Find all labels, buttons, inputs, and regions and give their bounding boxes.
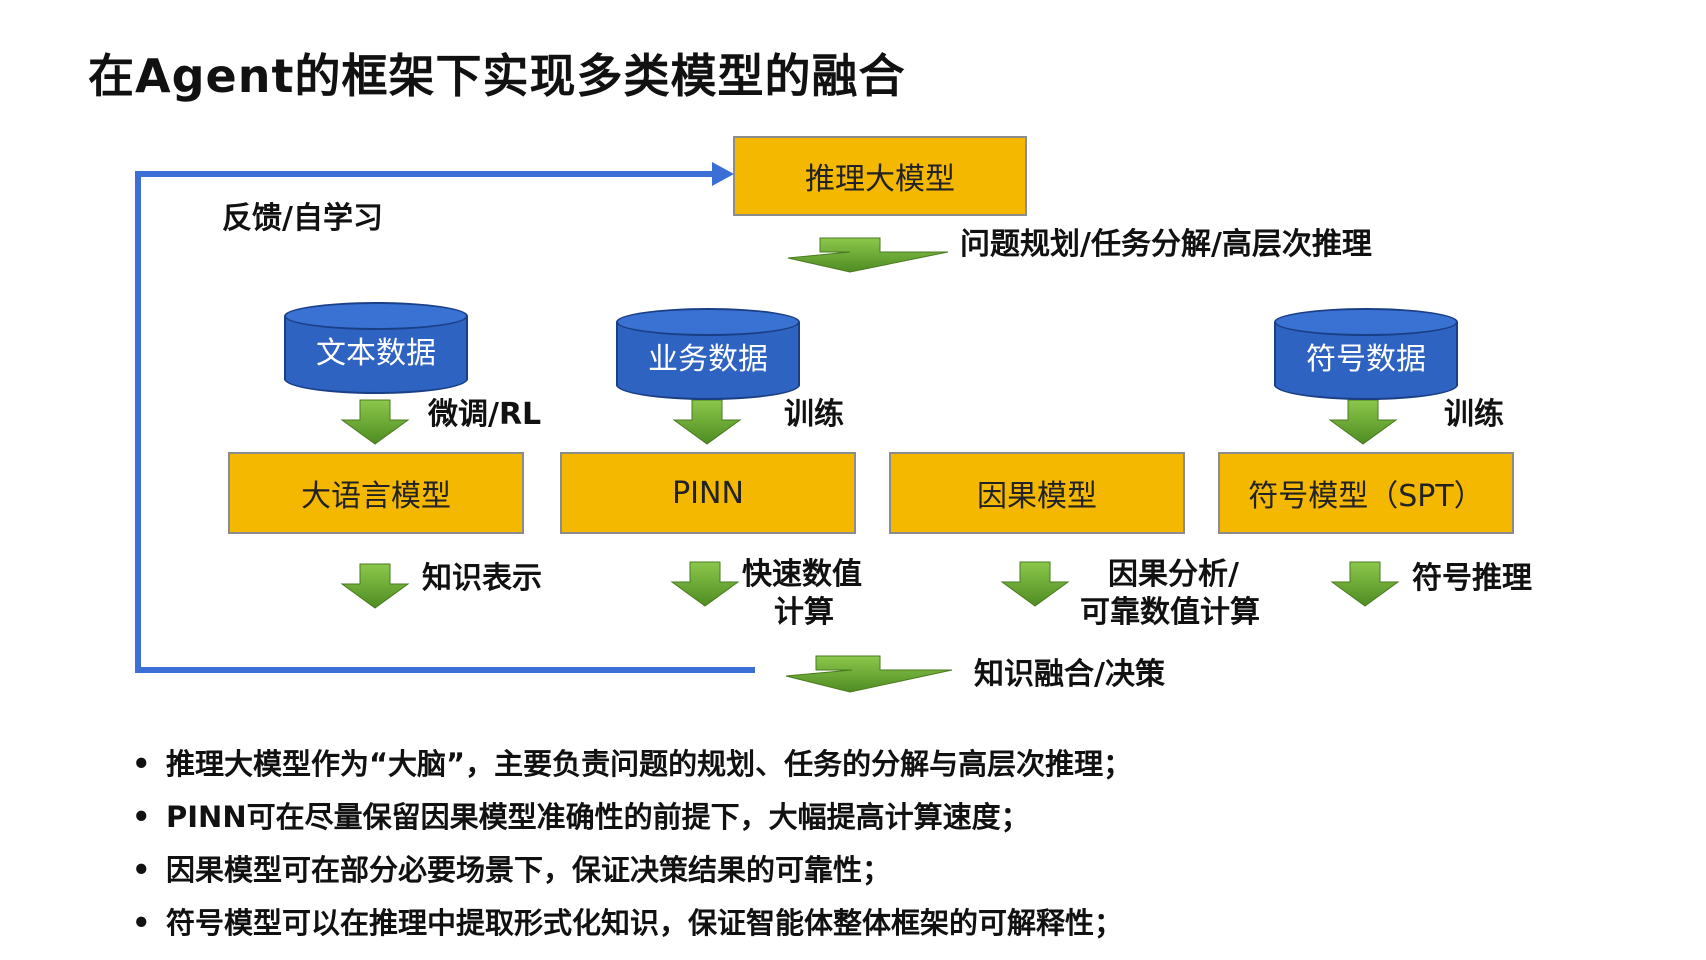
causal-model-label: 因果模型: [977, 479, 1097, 514]
reasoning-llm-label: 推理大模型: [805, 162, 955, 197]
bullet-item: • 因果模型可在部分必要场景下，保证决策结果的可靠性；: [132, 844, 1132, 897]
llm-output-arrow: [340, 563, 410, 609]
feedback-label: 反馈/自学习: [222, 201, 383, 236]
bullet-item: • 符号模型可以在推理中提取形式化知识，保证智能体整体框架的可解释性；: [132, 897, 1132, 950]
text-data-cylinder: 文本数据: [284, 302, 468, 394]
symbol-data-label: 符号数据: [1306, 342, 1426, 377]
symbolic-model-label: 符号模型（SPT）: [1248, 479, 1484, 514]
causal-model-box: 因果模型: [889, 452, 1185, 534]
bullet-item: • 推理大模型作为“大脑”，主要负责问题的规划、任务的分解与高层次推理；: [132, 738, 1132, 791]
bullet-dot: •: [132, 800, 151, 834]
bullet-dot: •: [132, 747, 151, 781]
bullet-text: 符号模型可以在推理中提取形式化知识，保证智能体整体框架的可解释性；: [166, 906, 1124, 940]
bullet-text: 因果模型可在部分必要场景下，保证决策结果的可靠性；: [166, 853, 892, 887]
llm-label: 大语言模型: [301, 479, 451, 514]
pinn-label: PINN: [672, 475, 744, 511]
finetune-label: 微调/RL: [428, 397, 542, 432]
feedback-line: [135, 171, 755, 673]
fusion-down-arrow: [785, 655, 953, 693]
text-data-label: 文本数据: [316, 336, 436, 371]
symbolic-model-box: 符号模型（SPT）: [1218, 452, 1514, 534]
bullet-list: • 推理大模型作为“大脑”，主要负责问题的规划、任务的分解与高层次推理； • PIN…: [132, 738, 1132, 950]
causal-analysis-label-1: 因果分析/: [1108, 557, 1239, 592]
symbol-data-cylinder: 符号数据: [1274, 308, 1458, 400]
llm-box: 大语言模型: [228, 452, 524, 534]
symbolic-reasoning-label: 符号推理: [1412, 561, 1532, 596]
feedback-arrowhead: [712, 162, 734, 186]
symbolic-output-arrow: [1330, 561, 1400, 607]
fast-calc-label-2: 计算: [774, 595, 834, 630]
planning-down-arrow: [787, 237, 949, 273]
bullet-text: 推理大模型作为“大脑”，主要负责问题的规划、任务的分解与高层次推理；: [166, 747, 1133, 781]
train-pinn-label: 训练: [784, 397, 844, 432]
train-symbolic-label: 训练: [1444, 397, 1504, 432]
text-data-down-arrow: [340, 399, 410, 445]
bullet-dot: •: [132, 906, 151, 940]
bullet-item: • PINN可在尽量保留因果模型准确性的前提下，大幅提高计算速度；: [132, 791, 1132, 844]
fusion-label: 知识融合/决策: [974, 657, 1165, 692]
knowledge-repr-label: 知识表示: [422, 561, 542, 596]
business-data-down-arrow: [672, 399, 742, 445]
causal-output-arrow: [1000, 561, 1070, 607]
fast-calc-label-1: 快速数值: [742, 557, 862, 592]
causal-analysis-label-2: 可靠数值计算: [1080, 595, 1260, 630]
reasoning-llm-box: 推理大模型: [733, 136, 1027, 216]
business-data-label: 业务数据: [648, 342, 768, 377]
planning-label: 问题规划/任务分解/高层次推理: [960, 227, 1372, 262]
pinn-output-arrow: [670, 561, 740, 607]
business-data-cylinder: 业务数据: [616, 308, 800, 400]
feedback-loop: [135, 171, 755, 673]
bullet-dot: •: [132, 853, 151, 887]
bullet-text: PINN可在尽量保留因果模型准确性的前提下，大幅提高计算速度；: [166, 800, 1030, 834]
pinn-box: PINN: [560, 452, 856, 534]
page-title: 在Agent的框架下实现多类模型的融合: [88, 49, 906, 103]
symbol-data-down-arrow: [1328, 399, 1398, 445]
